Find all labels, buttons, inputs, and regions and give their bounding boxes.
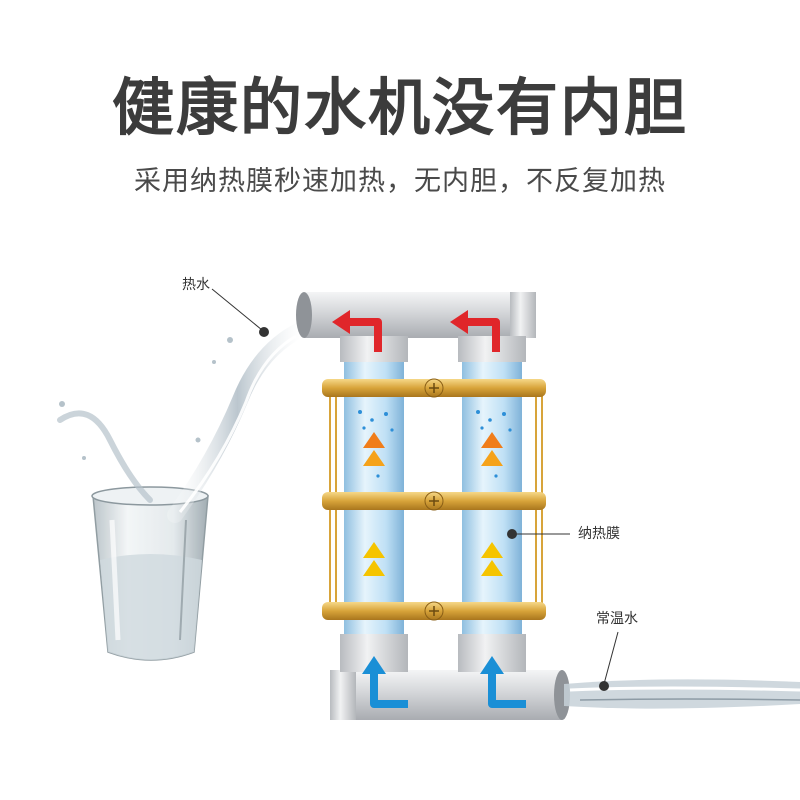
heating-arrow-right <box>481 432 503 466</box>
callout-room-water <box>599 631 619 691</box>
gold-clamp-bottom <box>322 601 546 621</box>
hot-outflow-arrow-left <box>332 310 382 352</box>
water-glass <box>91 486 209 661</box>
page-title: 健康的水机没有内胆 <box>111 71 688 144</box>
heat-bubbles <box>358 410 512 478</box>
water-splash <box>57 322 308 523</box>
callout-hot-water <box>211 288 269 337</box>
cold-inflow-arrow-right <box>480 656 526 708</box>
heating-arrow-left <box>363 432 385 466</box>
page-subtitle: 采用纳热膜秒速加热，无内胆，不反复加热 <box>134 166 666 197</box>
gold-clamp-top <box>322 378 546 398</box>
cold-inflow-arrow-left <box>362 656 408 708</box>
inflow-stream <box>564 679 800 709</box>
callout-film <box>507 529 570 539</box>
film-label: 纳热膜 <box>578 526 620 542</box>
cold-water-pipe <box>330 670 570 720</box>
hot-water-label: 热水 <box>182 277 210 293</box>
room-temp-water-label: 常温水 <box>596 611 638 627</box>
gold-clamp-middle <box>322 491 546 511</box>
flow-arrow-left <box>363 542 385 576</box>
flow-arrow-right <box>481 542 503 576</box>
hot-outflow-arrow-right <box>450 310 500 352</box>
